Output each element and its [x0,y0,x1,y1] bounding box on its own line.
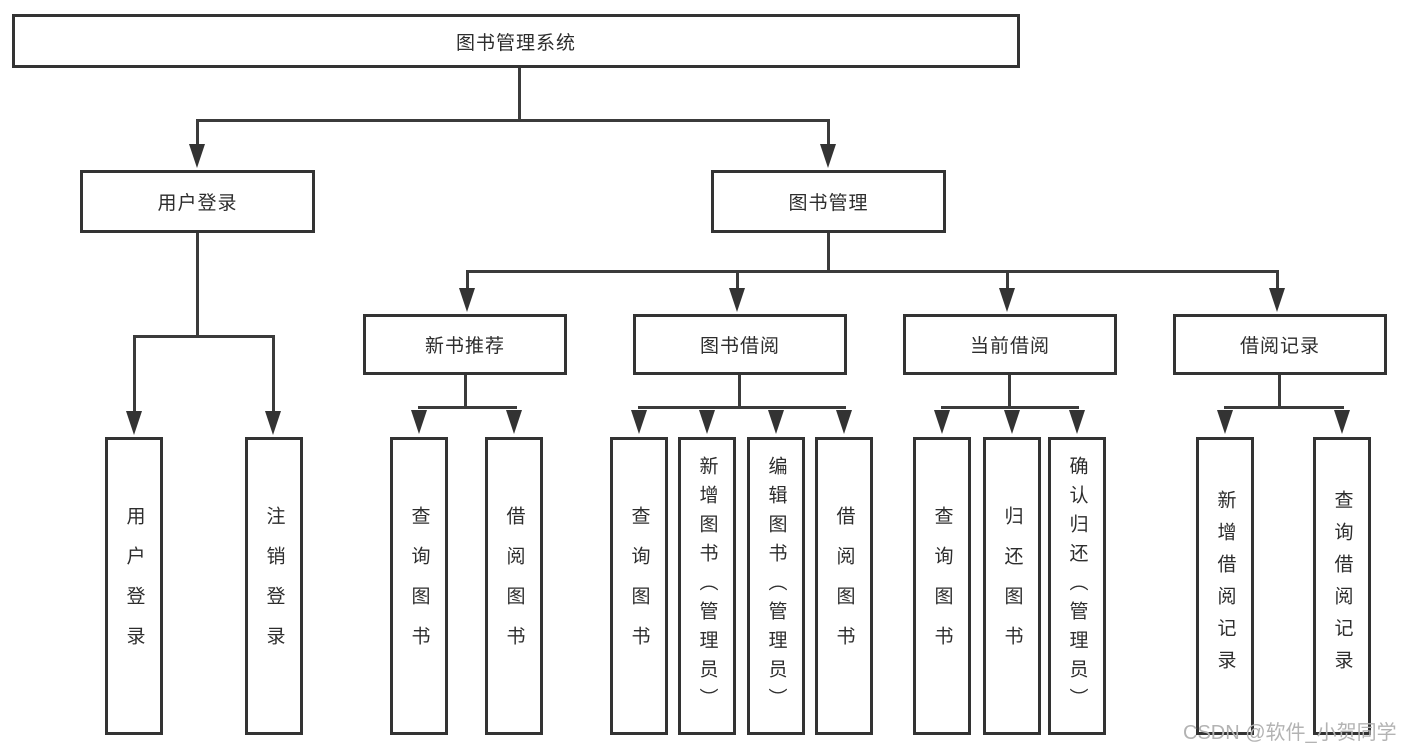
connector-line [196,233,199,338]
arrow-down-icon [265,411,281,435]
leaf-record-add: 新增借阅记录 [1196,437,1254,735]
arrow-down-icon [1269,288,1285,312]
arrow-down-icon [768,410,784,434]
node-user-login: 用户登录 [80,170,315,233]
connector-line [466,270,1279,273]
leaf-borrow-query: 查询图书 [610,437,668,735]
leaf-borrow-edit: 编辑图书（管理员） [747,437,805,735]
connector-line [1006,270,1009,292]
leaf-record-query-label: 查询借阅记录 [1331,490,1353,682]
leaf-newbook-query: 查询图书 [390,437,448,735]
node-root-label: 图书管理系统 [455,32,576,54]
node-new-book: 新书推荐 [363,314,567,375]
leaf-newbook-borrow: 借阅图书 [485,437,543,735]
connector-line [736,270,739,292]
arrow-down-icon [729,288,745,312]
arrow-down-icon [126,411,142,435]
leaf-current-confirm-label: 确认归还（管理员） [1066,455,1088,717]
connector-line [466,270,469,292]
leaf-user-login-label: 用户登录 [123,506,145,666]
connector-line [1276,270,1279,292]
connector-line [827,233,830,273]
connector-line [1278,375,1281,409]
connector-line [196,119,199,147]
leaf-current-return-label: 归还图书 [1001,506,1023,666]
connector-line [464,375,467,409]
leaf-borrow-add-label: 新增图书（管理员） [696,455,718,717]
leaf-logout: 注销登录 [245,437,303,735]
node-borrow-records-label: 借阅记录 [1239,336,1320,357]
leaf-newbook-query-label: 查询图书 [408,506,430,666]
node-book-borrow-label: 图书借阅 [699,336,780,357]
arrow-down-icon [1334,410,1350,434]
arrow-down-icon [1004,410,1020,434]
node-current-borrow-label: 当前借阅 [969,336,1050,357]
node-new-book-label: 新书推荐 [424,336,505,357]
node-book-mgmt: 图书管理 [711,170,946,233]
arrow-down-icon [506,410,522,434]
csdn-watermark: CSDN @软件_小贺同学 [1183,722,1397,744]
connector-line [738,375,741,409]
connector-line [638,406,846,409]
leaf-borrow-borrow: 借阅图书 [815,437,873,735]
leaf-current-query: 查询图书 [913,437,971,735]
connector-line [133,335,275,338]
connector-line [196,119,830,122]
leaf-current-query-label: 查询图书 [931,506,953,666]
arrow-down-icon [1217,410,1233,434]
arrow-down-icon [820,144,836,168]
node-book-mgmt-label: 图书管理 [788,193,869,214]
leaf-current-return: 归还图书 [983,437,1041,735]
leaf-borrow-edit-label: 编辑图书（管理员） [765,455,787,717]
arrow-down-icon [836,410,852,434]
arrow-down-icon [699,410,715,434]
leaf-borrow-borrow-label: 借阅图书 [833,506,855,666]
node-book-borrow: 图书借阅 [633,314,847,375]
leaf-logout-label: 注销登录 [263,506,285,666]
connector-line [133,335,136,412]
arrow-down-icon [411,410,427,434]
connector-line [272,335,275,412]
node-user-login-label: 用户登录 [157,193,238,214]
connector-line [827,119,830,147]
node-root: 图书管理系统 [12,14,1020,68]
connector-line [1008,375,1011,409]
arrow-down-icon [459,288,475,312]
arrow-down-icon [631,410,647,434]
arrow-down-icon [1069,410,1085,434]
leaf-current-confirm: 确认归还（管理员） [1048,437,1106,735]
leaf-user-login: 用户登录 [105,437,163,735]
arrow-down-icon [189,144,205,168]
leaf-borrow-add: 新增图书（管理员） [678,437,736,735]
leaf-record-add-label: 新增借阅记录 [1214,490,1236,682]
connector-line [518,68,521,121]
leaf-borrow-query-label: 查询图书 [628,506,650,666]
connector-line [1224,406,1344,409]
leaf-record-query: 查询借阅记录 [1313,437,1371,735]
connector-line [941,406,1079,409]
connector-line [418,406,517,409]
node-current-borrow: 当前借阅 [903,314,1117,375]
leaf-newbook-borrow-label: 借阅图书 [503,506,525,666]
arrow-down-icon [934,410,950,434]
node-borrow-records: 借阅记录 [1173,314,1387,375]
arrow-down-icon [999,288,1015,312]
